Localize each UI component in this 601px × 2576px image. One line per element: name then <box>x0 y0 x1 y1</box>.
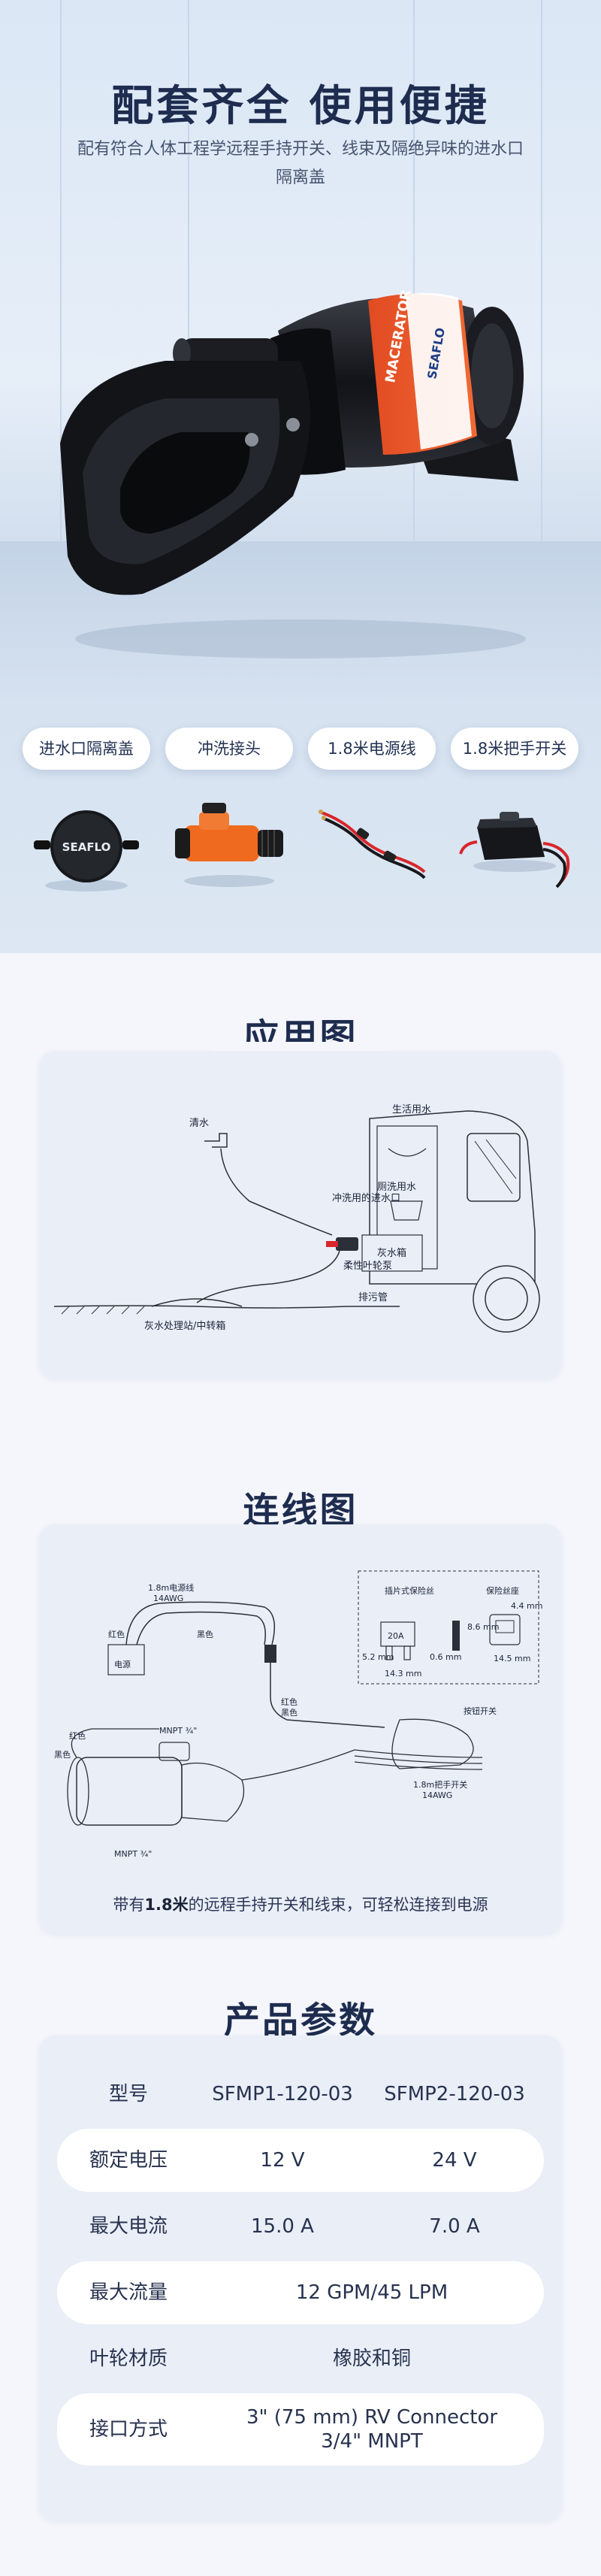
spec-value-connection: 3" (75 mm) RV Connector 3/4" MNPT <box>200 2393 544 2466</box>
label-switch-line: 1.8m把手开关 <box>413 1779 467 1790</box>
spec-value-line-1: 3" (75 mm) RV Connector <box>246 2406 498 2429</box>
accessory-item-handle-switch: 1.8米把手开关 <box>451 728 578 908</box>
application-diagram: 清水 生活用水 厕洗用水 冲洗用的进水口 灰水箱 柔性叶轮泵 排污管 灰水处理站… <box>53 1104 540 1333</box>
spec-row-current: 最大电流 15.0 A 7.0 A <box>57 2195 544 2258</box>
spec-label: 最大电流 <box>89 2215 168 2238</box>
spec-model-2: SFMP2-120-03 <box>384 2083 525 2105</box>
spec-row-impeller: 叶轮材质 橡胶和铜 <box>57 2327 544 2390</box>
dim-width: 4.4 mm <box>511 1601 542 1611</box>
dim-52: 5.2 mm <box>362 1652 394 1662</box>
label-fuse-holder: 保险丝座 <box>486 1585 519 1596</box>
spec-value: 橡胶和铜 <box>332 2347 411 2370</box>
spec-value-line-2: 3/4" MNPT <box>321 2430 423 2453</box>
wiring-card: 20A 插片式保险丝 保险丝座 4.4 mm 8.6 mm 5.2 mm 0.6… <box>39 1524 562 1934</box>
label-power-source: 电源 <box>114 1659 131 1669</box>
label-black-bottom: 黑色 <box>54 1749 71 1760</box>
application-card: 清水 生活用水 厕洗用水 冲洗用的进水口 灰水箱 柔性叶轮泵 排污管 灰水处理站… <box>39 1042 562 1379</box>
accessory-list: 进水口隔离盖 SEAFLO 冲洗接头 <box>23 728 578 908</box>
label-flush-inlet: 冲洗用的进水口 <box>332 1192 400 1204</box>
spec-model-1: SFMP1-120-03 <box>212 2083 353 2105</box>
dim-06: 0.6 mm <box>430 1652 461 1662</box>
spec-row-flow: 最大流量 12 GPM/45 LPM <box>57 2261 544 2324</box>
label-blade-fuse: 插片式保险丝 <box>385 1585 434 1596</box>
spec-label: 额定电压 <box>89 2149 168 2172</box>
wiring-diagram: 20A 插片式保险丝 保险丝座 4.4 mm 8.6 mm 5.2 mm 0.6… <box>54 1570 542 1859</box>
spec-row-voltage: 额定电压 12 V 24 V <box>57 2129 544 2192</box>
spec-label: 最大流量 <box>89 2281 168 2304</box>
specs-title: 产品参数 <box>223 1999 377 2042</box>
accessory-item-power-cable: 1.8米电源线 <box>308 728 436 908</box>
label-red-mid: 红色 <box>281 1697 297 1707</box>
label-sewage-pipe: 排污管 <box>358 1292 388 1303</box>
accessory-item-flush-connector: 冲洗接头 <box>165 728 293 908</box>
power-cable-icon <box>319 810 426 879</box>
fuse-amp-label: 20A <box>388 1631 404 1641</box>
accessory-label: 1.8米电源线 <box>308 728 436 770</box>
label-rocker-switch: 按钮开关 <box>464 1706 497 1716</box>
accessory-item-inlet-cap: 进水口隔离盖 SEAFLO <box>23 728 150 908</box>
spec-row-connection: 接口方式 3" (75 mm) RV Connector 3/4" MNPT <box>57 2393 544 2466</box>
label-mnpt-top: MNPT ¾" <box>159 1726 197 1736</box>
specs-card: 型号 SFMP1-120-03 SFMP2-120-03 额定电压 12 V 2… <box>39 2036 562 2521</box>
dim-143: 14.3 mm <box>385 1669 421 1678</box>
label-clean-water: 清水 <box>189 1118 209 1129</box>
dim-145: 14.5 mm <box>494 1654 530 1663</box>
spec-label: 接口方式 <box>89 2418 168 2441</box>
spec-label: 叶轮材质 <box>89 2347 168 2370</box>
label-switch-awg: 14AWG <box>422 1790 452 1800</box>
spec-header-row: 型号 SFMP1-120-03 SFMP2-120-03 <box>57 2063 544 2126</box>
label-red-bottom: 红色 <box>69 1730 86 1741</box>
accessory-label: 1.8米把手开关 <box>451 728 578 770</box>
label-black-mid: 黑色 <box>281 1707 297 1718</box>
inlet-cap-brand: SEAFLO <box>62 840 111 854</box>
hero-subtitle: 配有符合人体工程学远程手持开关、线束及隔绝异味的进水口隔离盖 <box>77 140 524 187</box>
flush-connector-icon <box>175 803 283 887</box>
hero-title: 配套齐全 使用便捷 <box>111 82 490 131</box>
wiring-caption: 带有1.8米的远程手持开关和线束，可轻松连接到电源 <box>113 1896 488 1914</box>
label-domestic-water: 生活用水 <box>392 1104 431 1115</box>
spec-value: 7.0 A <box>429 2215 480 2238</box>
inlet-cap-icon: SEAFLO <box>34 810 139 891</box>
label-grey-tank: 灰水箱 <box>377 1247 406 1259</box>
spec-value: 15.0 A <box>251 2215 314 2238</box>
accessory-label: 冲洗接头 <box>165 728 293 770</box>
label-treatment-station: 灰水处理站/中转箱 <box>144 1320 225 1332</box>
label-mnpt-bottom: MNPT ¾" <box>114 1849 152 1859</box>
spec-value: 12 GPM/45 LPM <box>295 2281 448 2304</box>
label-power-line: 1.8m电源线 <box>148 1582 194 1593</box>
spec-value: 24 V <box>432 2149 477 2172</box>
accessory-label: 进水口隔离盖 <box>23 728 150 770</box>
macerator-pump-image: MACERATOR SEAFLO <box>60 289 526 658</box>
label-impeller-pump: 柔性叶轮泵 <box>343 1261 392 1272</box>
handle-switch-icon <box>459 812 570 888</box>
label-red-top: 红色 <box>108 1629 125 1639</box>
label-power-awg: 14AWG <box>153 1594 183 1603</box>
label-toilet-water: 厕洗用水 <box>377 1182 416 1193</box>
spec-value: 12 V <box>260 2149 305 2172</box>
spec-label: 型号 <box>108 2083 148 2105</box>
dim-height: 8.6 mm <box>467 1622 499 1632</box>
label-black-top: 黑色 <box>197 1629 213 1639</box>
hero-section: 配套齐全 使用便捷 配有符合人体工程学远程手持开关、线束及隔绝异味的进水口隔离盖 <box>0 0 601 953</box>
